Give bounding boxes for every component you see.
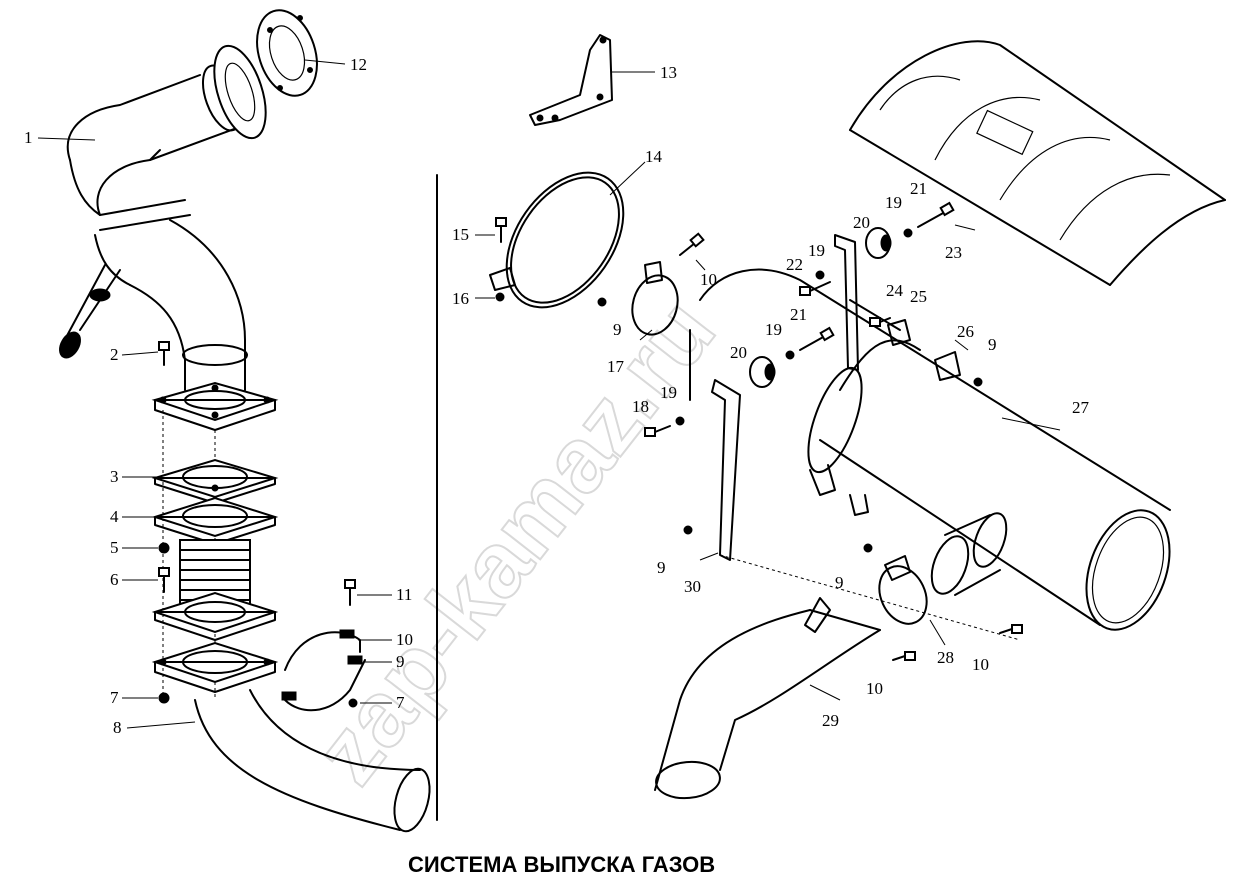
tailpipe-29 (654, 597, 881, 800)
callout-11: 11 (396, 585, 412, 604)
watermark: zap-kamaz.ru (295, 280, 734, 802)
callout-7b: 7 (396, 693, 405, 712)
callout-5: 5 (110, 538, 119, 557)
callout-14: 14 (645, 147, 663, 166)
callout-28: 28 (937, 648, 954, 667)
callout-23: 23 (945, 243, 962, 262)
gasket-12 (256, 9, 318, 97)
callout-7a: 7 (110, 688, 119, 707)
callout-3: 3 (110, 467, 119, 486)
rubber-cushion-20a (749, 356, 776, 388)
callout-21a: 21 (790, 305, 807, 324)
callout-19a: 19 (660, 383, 677, 402)
callout-26: 26 (957, 322, 974, 341)
callout-2: 2 (110, 345, 119, 364)
bolt-10d (892, 651, 916, 661)
clamp-28 (878, 555, 928, 625)
intake-pipe-elbow (59, 44, 267, 391)
nut-9d (683, 525, 693, 535)
washers-19 (675, 228, 913, 426)
nut-9b (597, 297, 607, 307)
rubber-cushion-20b (865, 227, 892, 259)
callout-9d: 9 (657, 558, 666, 577)
callout-20b: 20 (853, 213, 870, 232)
callout-21b: 21 (910, 179, 927, 198)
bolt-10c (999, 624, 1023, 634)
bolt-10b (679, 232, 705, 256)
callout-9a: 9 (396, 652, 405, 671)
nut-9c (973, 377, 983, 387)
bolt-11 (344, 579, 356, 606)
callout-27: 27 (1072, 398, 1090, 417)
callout-29: 29 (822, 711, 839, 730)
band-14 (505, 171, 625, 309)
bracket-upper-22 (834, 234, 901, 371)
clamp-pair-left (281, 629, 366, 712)
callout-13: 13 (660, 63, 677, 82)
downpipe-8 (194, 689, 431, 833)
bolt-15 (495, 217, 507, 243)
callout-9b: 9 (613, 320, 622, 339)
leader-lines (37, 59, 1061, 729)
nut-7a (158, 692, 170, 704)
bolt-22 (799, 281, 831, 296)
callout-12: 12 (350, 55, 367, 74)
bolt-24 (869, 317, 891, 327)
bracket-30 (711, 379, 1021, 641)
bolt-18 (644, 425, 671, 437)
bolt-2 (158, 341, 170, 366)
muffler-27 (689, 268, 1171, 631)
callout-15: 15 (452, 225, 469, 244)
bolt-6 (158, 567, 170, 593)
callout-4: 4 (110, 507, 119, 526)
callout-10a: 10 (396, 630, 413, 649)
flange-lower-1 (151, 591, 279, 641)
callout-30: 30 (684, 577, 701, 596)
callout-1: 1 (24, 128, 33, 147)
callout-17: 17 (607, 357, 625, 376)
callout-8: 8 (113, 718, 122, 737)
callout-6: 6 (110, 570, 119, 589)
flange-4 (151, 496, 279, 545)
callout-19b: 19 (765, 320, 782, 339)
callout-18: 18 (632, 397, 649, 416)
callout-9e: 9 (835, 573, 844, 592)
callout-labels: 1 2 3 4 5 6 7 8 7 9 10 11 12 13 14 15 16… (24, 55, 1090, 737)
callout-19c: 19 (808, 241, 825, 260)
heat-shield-23 (849, 40, 1226, 286)
callout-20a: 20 (730, 343, 747, 362)
diagram-title: СИСТЕМА ВЫПУСКА ГАЗОВ (408, 852, 715, 877)
callout-10c: 10 (972, 655, 989, 674)
bracket-26 (934, 351, 961, 381)
nut-9e (863, 543, 873, 553)
bracket-25 (887, 319, 911, 346)
callout-24: 24 (886, 281, 904, 300)
callout-25: 25 (910, 287, 927, 306)
nut-5 (158, 542, 170, 554)
callout-19d: 19 (885, 193, 902, 212)
callout-10b: 10 (700, 270, 717, 289)
gasket-3 (151, 458, 279, 504)
callout-16: 16 (452, 289, 469, 308)
nut-7b (348, 698, 358, 708)
flange-lower-2 (151, 641, 279, 693)
flange-upper (151, 381, 279, 431)
nut-16 (495, 292, 505, 302)
bracket-13 (529, 34, 613, 126)
callout-9c: 9 (988, 335, 997, 354)
bolt-21a (799, 326, 835, 351)
callout-22: 22 (786, 255, 803, 274)
callout-10d: 10 (866, 679, 883, 698)
bolt-21b (917, 201, 955, 228)
